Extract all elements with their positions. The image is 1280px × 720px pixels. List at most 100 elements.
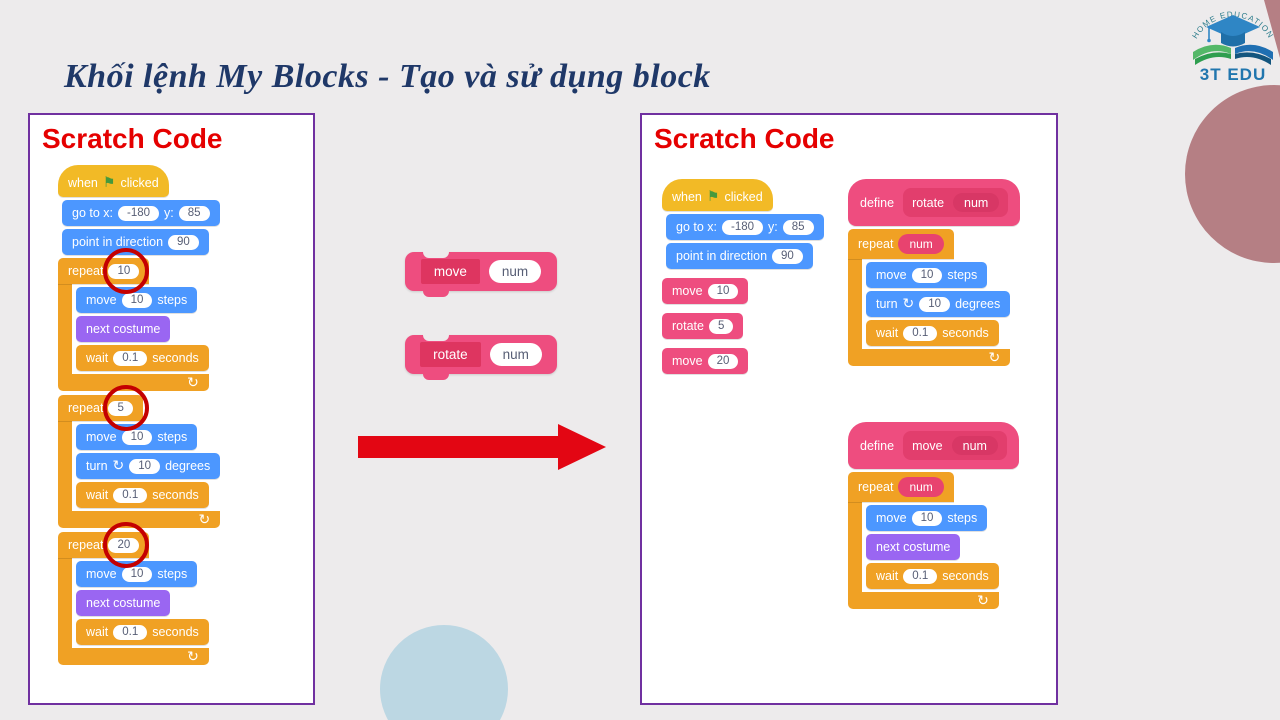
block-text: turn (876, 297, 898, 311)
block-text: steps (157, 293, 188, 307)
graduation-cap-icon (1206, 15, 1260, 47)
repeat-body: move 10 steps turn ↻ 10 degrees wait (848, 259, 1011, 349)
block-text: repeat (858, 480, 894, 494)
block-text: define (860, 195, 895, 210)
transform-arrow (358, 424, 606, 470)
loop-children: move 10 steps turn ↻ 10 degrees wait (862, 259, 1011, 349)
x-value: -180 (118, 205, 160, 221)
block-text: steps (947, 268, 978, 282)
block-text: move (876, 511, 907, 525)
repeat-num-block: repeat num move 10 steps next costume (848, 472, 999, 609)
block-text: move (672, 284, 703, 298)
wait-block: wait 0.1 seconds (866, 563, 999, 589)
green-flag-icon: ⚑ (102, 175, 116, 191)
block-text: turn (86, 459, 108, 473)
define-move-hat: define move num (848, 422, 1019, 469)
repeat-count: 10 (108, 263, 140, 279)
steps-value: 10 (121, 566, 153, 582)
y-value: 85 (178, 205, 210, 221)
wait-value: 0.1 (113, 350, 148, 366)
right-definitions-stack: define rotate num repeat num move 10 (848, 179, 1021, 613)
loop-spine (58, 421, 72, 511)
logo-brand-text: 3T EDU (1200, 65, 1266, 84)
goto-xy-block: go to x: -180 y: 85 (666, 214, 824, 240)
block-text: wait (86, 625, 109, 639)
right-scratch-panel: Scratch Code when ⚑ clicked go to x: -18… (640, 113, 1058, 705)
arrow-shaft (358, 436, 560, 458)
degrees-value: 10 (129, 458, 161, 474)
loop-children: move 10 steps next costume wait 0.1 seco… (72, 284, 209, 374)
loop-footer: ↻ (58, 511, 221, 528)
block-text: repeat (68, 264, 104, 278)
block-text: go to x: (72, 206, 113, 220)
wait-value: 0.1 (903, 325, 938, 341)
3t-edu-logo: HOME EDUCATION 3T EDU (1190, 10, 1274, 84)
block-text: move (86, 430, 117, 444)
arg-value: 10 (707, 283, 739, 299)
repeat-5-block: repeat 5 move 10 steps turn ↻ (58, 385, 221, 528)
steps-value: 10 (911, 267, 943, 283)
block-text: seconds (942, 569, 989, 583)
block-text: seconds (152, 488, 199, 502)
loop-arrow-icon: ↻ (198, 511, 211, 528)
prototype-block: move num (903, 431, 1007, 460)
block-text: repeat (68, 538, 104, 552)
custom-block-label: rotate (420, 342, 481, 367)
call-move-20-block: move 20 (662, 348, 749, 374)
custom-rotate-block: rotate num (405, 334, 557, 380)
block-text: move (672, 354, 703, 368)
y-value: 85 (782, 219, 814, 235)
repeat-body: move 10 steps turn ↻ 10 degrees wait (58, 421, 221, 511)
arg-value: 20 (707, 353, 739, 369)
repeat-header: repeat 5 (58, 385, 149, 431)
next-costume-block: next costume (866, 534, 961, 560)
block-text: steps (947, 511, 978, 525)
arrow-head (558, 424, 606, 470)
when-flag-clicked-block: when ⚑ clicked (662, 179, 773, 211)
block-text: seconds (152, 625, 199, 639)
block-text: repeat (858, 237, 894, 251)
loop-arrow-icon: ↻ (977, 592, 989, 609)
repeat-10-block: repeat 10 move 10 steps next costume (58, 248, 209, 391)
direction-value: 90 (168, 234, 199, 250)
steps-value: 10 (911, 510, 943, 526)
repeat-arg: num (898, 234, 944, 254)
mauve-circle-decoration (1185, 85, 1280, 263)
move-steps-block: move 10 steps (866, 505, 988, 531)
block-text: next costume (86, 596, 161, 610)
move-steps-block: move 10 steps (76, 561, 198, 587)
param-oval: num (951, 436, 998, 455)
block-text: rotate (912, 195, 945, 210)
loop-footer: ↻ (848, 349, 1011, 366)
loop-arrow-icon: ↻ (187, 648, 199, 665)
turn-degrees-block: turn ↻ 10 degrees (866, 291, 1011, 317)
loop-footer: ↻ (848, 592, 999, 609)
steps-value: 10 (121, 292, 153, 308)
page-title: Khối lệnh My Blocks - Tạo và sử dụng blo… (64, 58, 711, 95)
block-text: wait (876, 326, 899, 340)
wait-block: wait 0.1 seconds (76, 482, 209, 508)
loop-arrow-icon: ↻ (187, 374, 199, 391)
when-flag-clicked-block: when ⚑ clicked (58, 165, 169, 197)
direction-value: 90 (772, 248, 803, 264)
left-panel-title: Scratch Code (42, 123, 223, 154)
block-text: move (86, 567, 117, 581)
block-text: wait (86, 351, 109, 365)
block-text: y: (768, 220, 778, 234)
block-text: seconds (942, 326, 989, 340)
next-costume-block: next costume (76, 590, 171, 616)
wait-value: 0.1 (113, 487, 148, 503)
block-text: define (860, 438, 895, 453)
steps-value: 10 (121, 429, 153, 445)
block-text: clicked (120, 176, 159, 190)
next-costume-block: next costume (76, 316, 171, 342)
wait-block: wait 0.1 seconds (866, 320, 999, 346)
right-panel-title: Scratch Code (654, 123, 835, 154)
green-flag-icon: ⚑ (706, 189, 720, 205)
repeat-header: repeat num (848, 472, 954, 502)
block-text: move (86, 293, 117, 307)
move-steps-block: move 10 steps (76, 287, 198, 313)
wait-block: wait 0.1 seconds (76, 345, 209, 371)
turn-degrees-block: turn ↻ 10 degrees (76, 453, 221, 479)
repeat-header: repeat 10 (58, 248, 150, 294)
